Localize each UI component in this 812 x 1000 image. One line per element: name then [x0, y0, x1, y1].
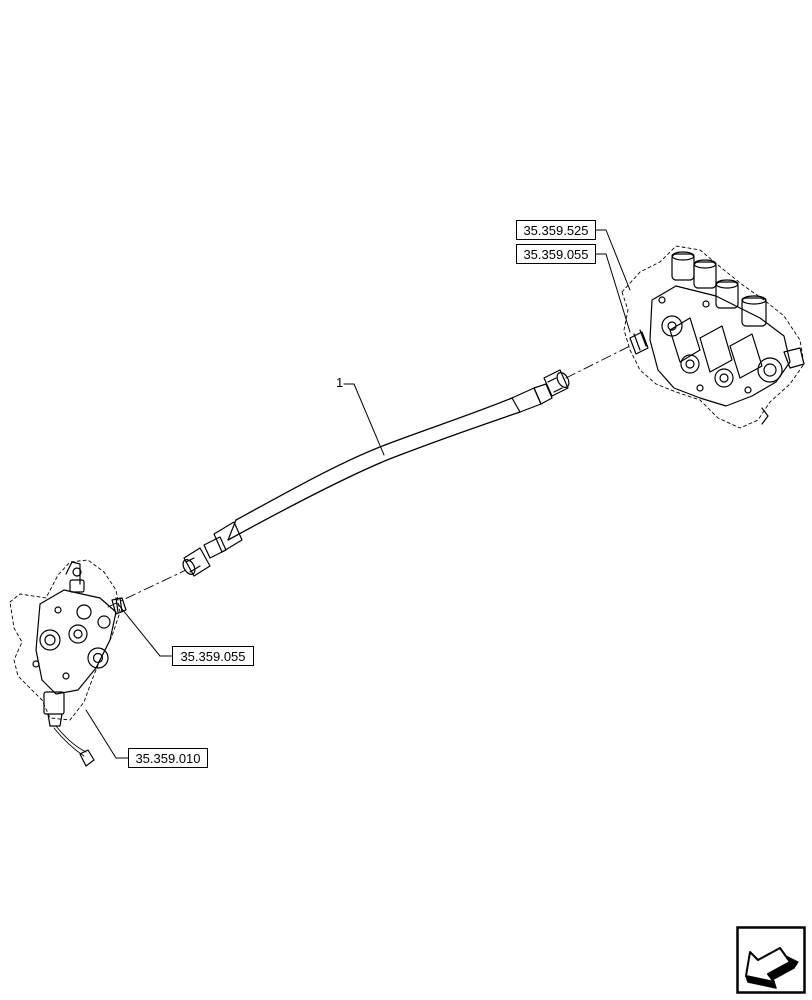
arrow-back-icon[interactable] [736, 926, 806, 994]
reference-leaders [85, 229, 631, 759]
callout-1: 1 [336, 375, 344, 390]
reference-35-359-010[interactable]: 35.359.010 [128, 748, 208, 768]
centerline [107, 344, 633, 608]
leader-1 [343, 383, 385, 456]
hydraulic-hose[interactable] [181, 369, 572, 577]
right-control-valve-bank[interactable] [621, 245, 805, 429]
reference-35-359-525[interactable]: 35.359.525 [516, 220, 596, 240]
reference-35-359-055-left[interactable]: 35.359.055 [172, 646, 254, 666]
reference-35-359-055-right[interactable]: 35.359.055 [516, 244, 596, 264]
left-control-valve[interactable] [9, 559, 127, 767]
